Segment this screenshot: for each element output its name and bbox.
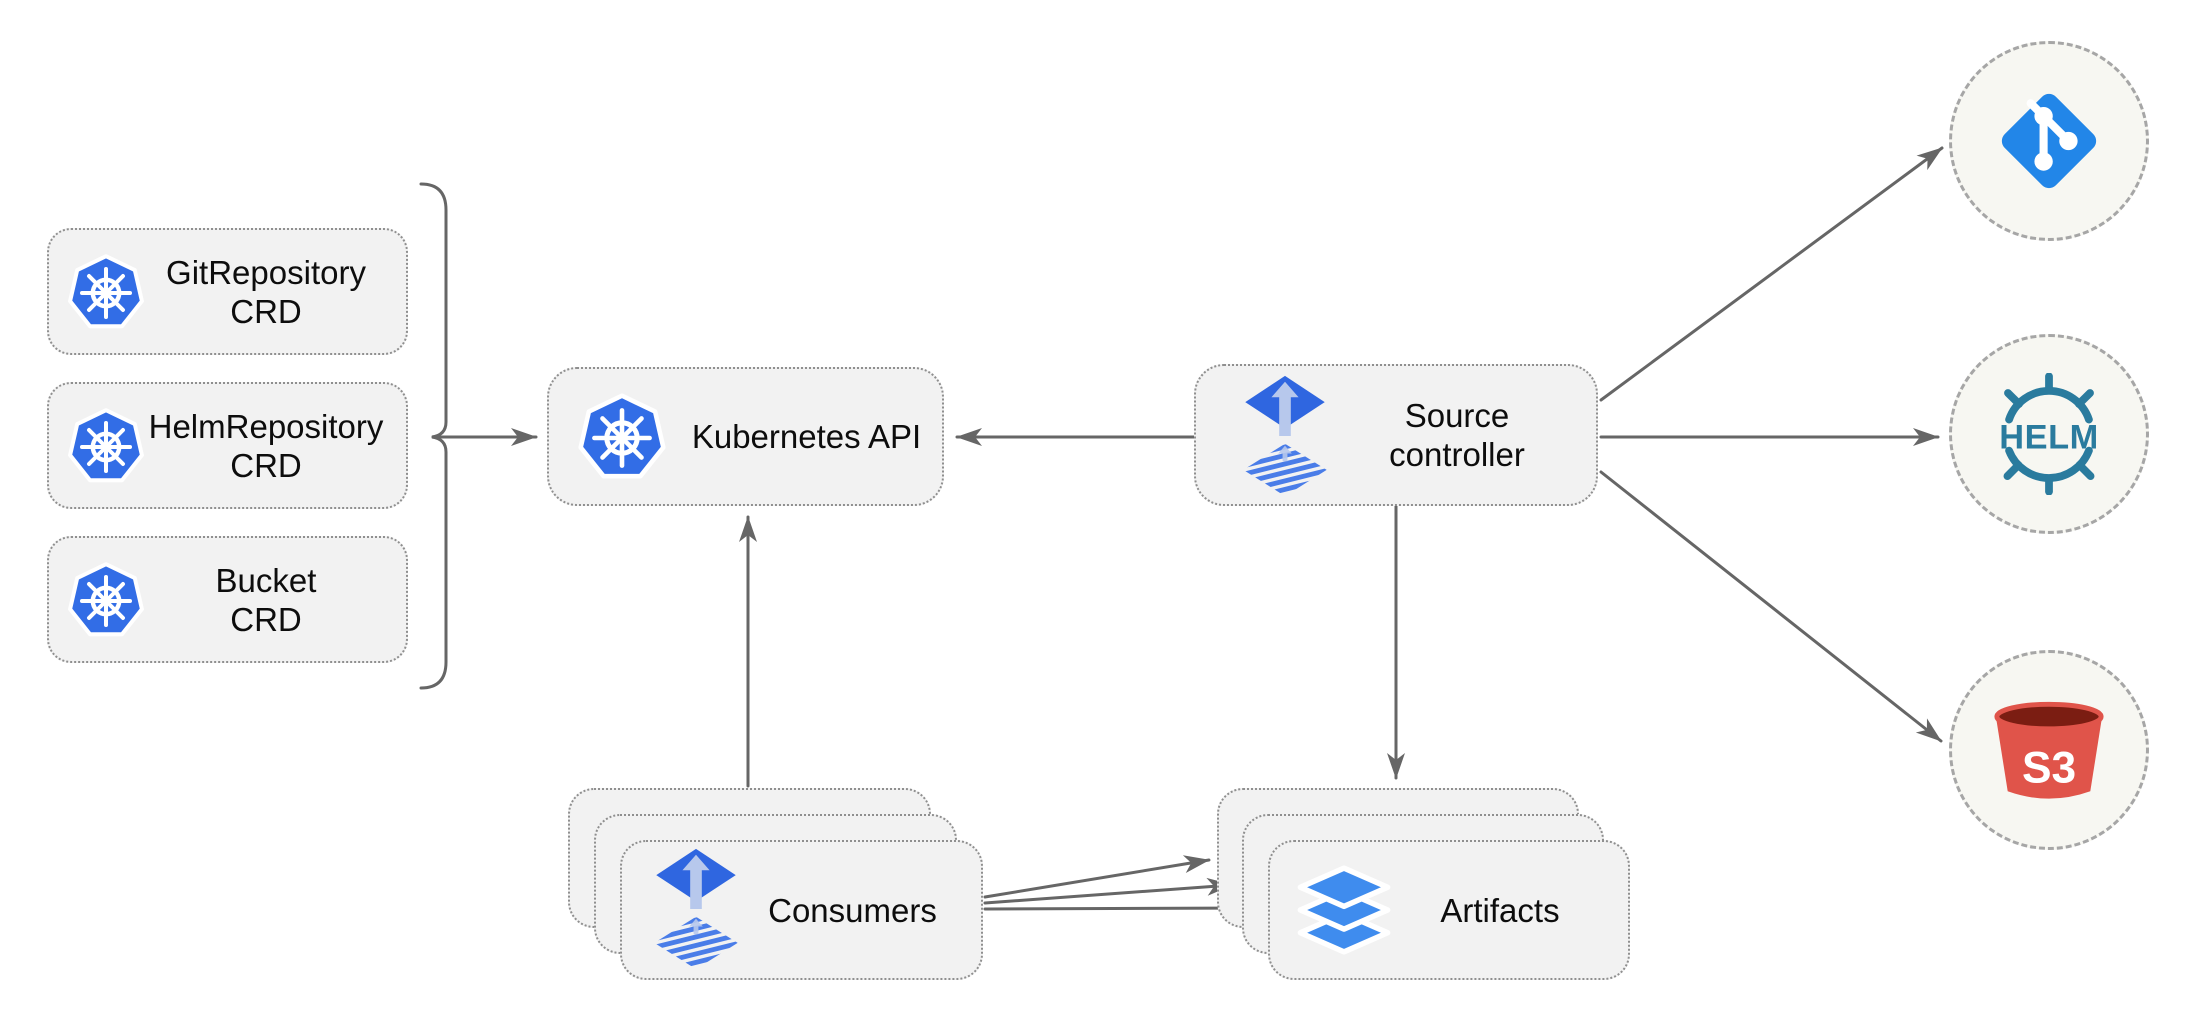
source-controller-label-line1: Source [1404, 397, 1510, 434]
node-helm-endpoint [1949, 334, 2149, 534]
node-kubernetes-api: Kubernetes API [547, 367, 944, 506]
helm-icon [1988, 373, 2110, 495]
crd-label-line1: GitRepository [166, 253, 366, 291]
node-s3-endpoint [1949, 650, 2149, 850]
node-label: Artifacts [1380, 842, 1620, 978]
node-helmrepository-crd: HelmRepository CRD [47, 382, 408, 509]
arrow-consumers-to-artifacts-3 [983, 899, 1259, 918]
kubernetes-icon [576, 392, 668, 484]
node-label: Source controller [1326, 366, 1588, 504]
arrow-consumers-to-artifacts-1 [983, 855, 1211, 899]
node-git-endpoint [1949, 41, 2149, 241]
arrow-source-to-git [1599, 146, 1944, 402]
crd-label-line2: CRD [230, 292, 302, 330]
s3-bucket-icon [1990, 691, 2108, 809]
node-consumers: Consumers [620, 840, 983, 980]
artifacts-label: Artifacts [1440, 891, 1560, 929]
kubernetes-api-label: Kubernetes API [691, 418, 922, 455]
node-artifacts: Artifacts [1268, 840, 1630, 980]
node-label: Kubernetes API [679, 369, 934, 504]
arrow-source-to-s3 [1599, 470, 1943, 743]
node-label: GitRepository CRD [134, 230, 398, 353]
node-label: Consumers [732, 842, 973, 978]
flux-icon [651, 846, 741, 972]
node-label: Bucket CRD [134, 538, 398, 661]
crd-label-line2: CRD [230, 446, 302, 484]
crd-label-line1: Bucket [215, 561, 317, 599]
node-gitrepository-crd: GitRepository CRD [47, 228, 408, 355]
node-label: HelmRepository CRD [134, 384, 398, 507]
crd-label-line2: CRD [230, 600, 302, 638]
flux-icon [1240, 373, 1330, 499]
consumers-label: Consumers [768, 891, 937, 929]
layers-icon [1294, 860, 1394, 960]
node-source-controller: Source controller [1194, 364, 1598, 506]
git-icon [1995, 87, 2103, 195]
crd-label-line1: HelmRepository [148, 407, 384, 445]
arrow-consumers-to-artifacts-2 [983, 877, 1234, 905]
source-controller-label-line2: controller [1389, 436, 1525, 473]
node-bucket-crd: Bucket CRD [47, 536, 408, 663]
